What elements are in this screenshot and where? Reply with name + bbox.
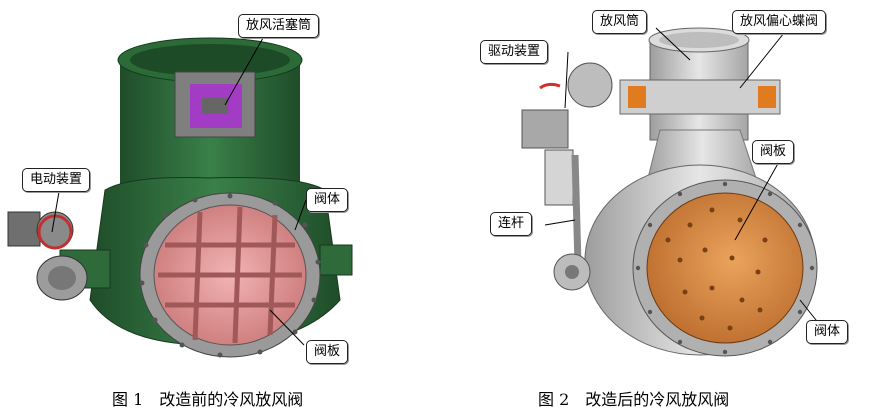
fig2-label-link: 连杆 <box>490 212 533 236</box>
fig2-label-plate: 阀板 <box>752 140 795 164</box>
fig1-label-body: 阀体 <box>306 188 349 212</box>
fig1-label-actuator: 电动装置 <box>22 168 91 192</box>
figure2-valve <box>521 27 821 357</box>
fig2-accent-left <box>628 86 646 108</box>
fig1-label-plate: 阀板 <box>306 340 349 364</box>
figure1-caption: 图 1 改造前的冷风放风阀 <box>112 386 303 410</box>
fig2-label-drive: 驱动装置 <box>480 40 549 64</box>
fig2-butterfly-valve <box>619 79 781 115</box>
fig2-plate <box>646 192 804 344</box>
fig1-actuator <box>7 211 88 301</box>
figure2-caption: 图 2 改造后的冷风放风阀 <box>538 386 729 410</box>
fig2-label-butterfly: 放风偏心蝶阀 <box>732 10 827 34</box>
fig2-accent-right <box>758 86 776 108</box>
fig2-link-rod <box>571 154 582 266</box>
fig2-label-tube: 放风筒 <box>592 10 648 34</box>
figure1-caption-text: 改造前的冷风放风阀 <box>159 390 304 409</box>
valve-illustrations <box>7 27 821 358</box>
fig1-label-piston: 放风活塞筒 <box>238 14 320 38</box>
figure1-valve <box>7 37 353 358</box>
fig2-drive <box>521 62 613 206</box>
fig2-label-body: 阀体 <box>806 320 849 344</box>
figure2-caption-number: 图 2 <box>538 390 570 409</box>
figure1-caption-number: 图 1 <box>112 390 144 409</box>
figure2-caption-text: 改造后的冷风放风阀 <box>585 390 730 409</box>
